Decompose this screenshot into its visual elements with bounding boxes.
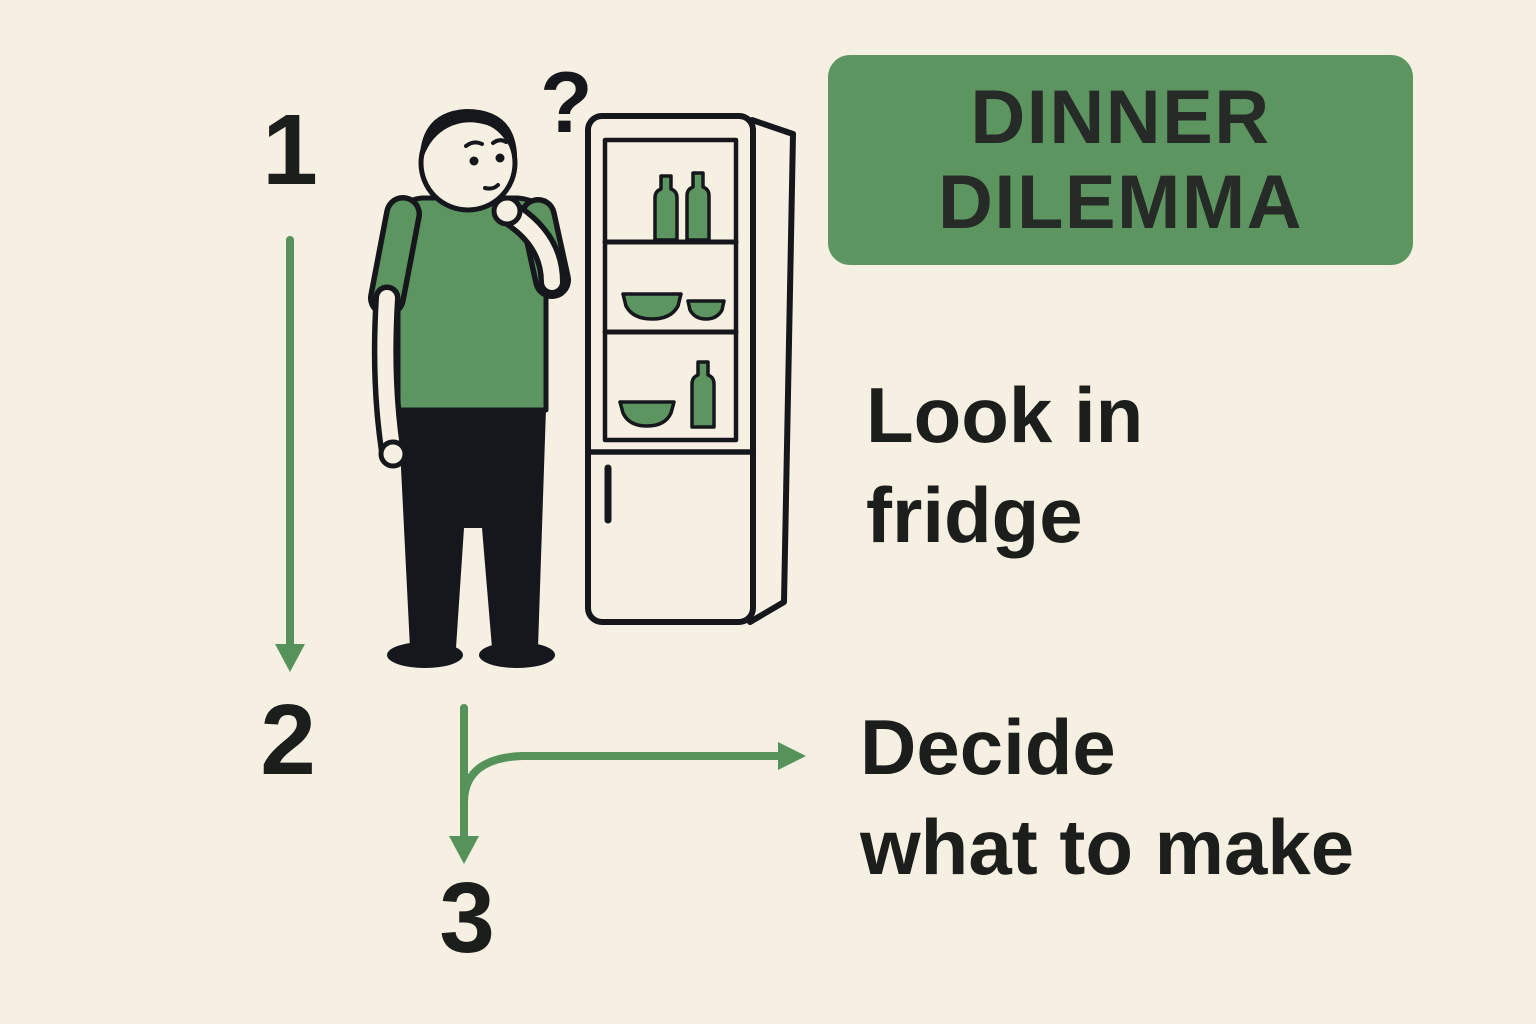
arrow-right-step2-icon [460, 742, 806, 804]
hand-on-chin [491, 195, 523, 227]
hair [419, 109, 517, 170]
label-decide-line-1: Decide [860, 703, 1116, 791]
label-decide-what-to-make: Decide what to make [860, 698, 1354, 898]
title-banner: DINNER DILEMMA [828, 55, 1413, 265]
label-look-line-1: Look in [866, 371, 1144, 459]
step-number-3: 3 [439, 862, 495, 974]
label-look-line-2: fridge [866, 470, 1083, 559]
bottle-icon [685, 171, 711, 242]
step-number-2: 2 [260, 684, 316, 796]
bottle-icon [690, 360, 716, 429]
bowl-icon [686, 299, 726, 321]
arrow-down-step1-icon [275, 236, 305, 672]
pants [398, 408, 546, 648]
label-decide-line-2: what to make [860, 802, 1355, 891]
thinking-person-illustration: ? [368, 55, 593, 668]
bottle-icon [653, 174, 679, 242]
arrow-down-step3-icon [449, 704, 479, 864]
bowl-icon [621, 292, 683, 321]
step-number-1: 1 [262, 94, 318, 206]
shoe-icon [387, 642, 463, 668]
title-line-1: DINNER [970, 74, 1271, 160]
bowl-icon [618, 400, 676, 428]
title-line-2: DILEMMA [937, 160, 1304, 245]
shoe-icon [479, 642, 555, 668]
fridge-illustration [585, 113, 796, 625]
label-look-in-fridge: Look in fridge [866, 366, 1143, 566]
question-mark-icon: ? [540, 55, 593, 151]
hand [378, 439, 408, 469]
